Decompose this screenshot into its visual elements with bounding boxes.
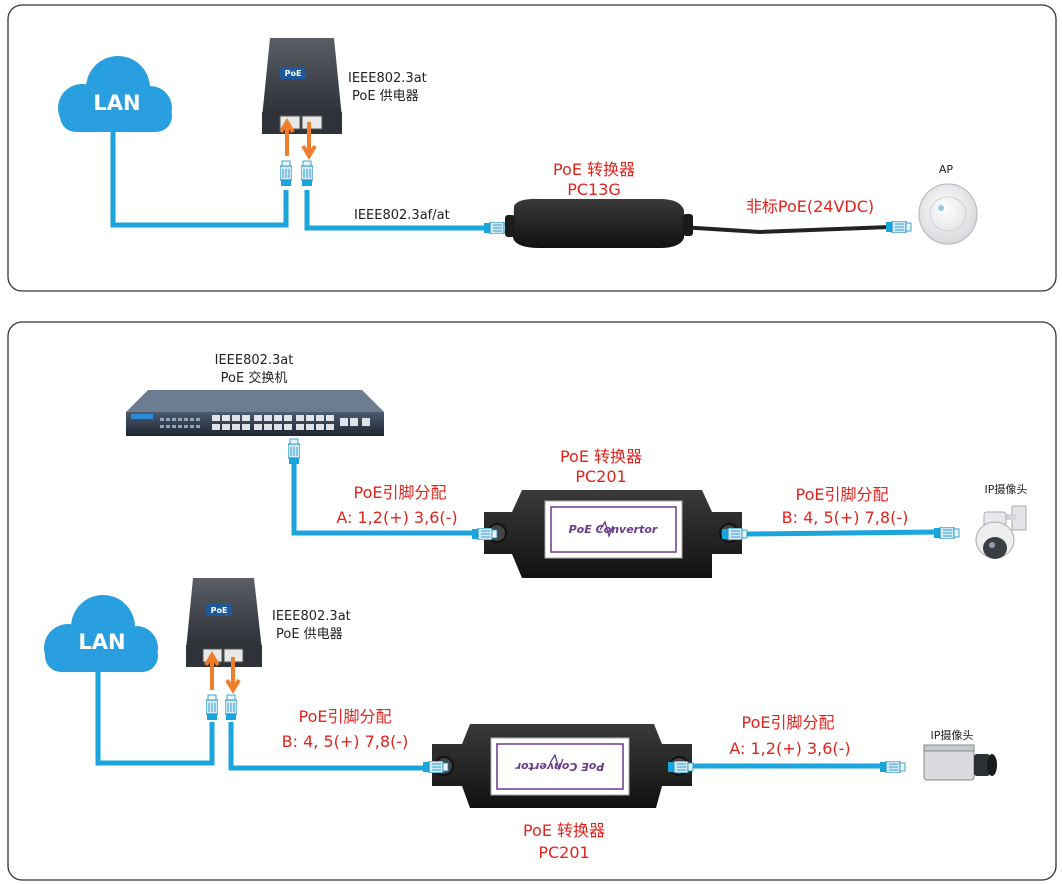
- injector-label-line2: PoE 供电器: [352, 89, 419, 104]
- injector-to-converter-cable: [304, 190, 490, 231]
- switch-label-line1: IEEE802.3at: [215, 353, 294, 368]
- bottom-right-pin-label-line2: A: 1,2(+) 3,6(-): [729, 739, 850, 758]
- injector-label-line1: IEEE802.3at: [348, 71, 427, 86]
- poe-switch-icon: [126, 390, 384, 436]
- panel-2-frame: [7, 321, 1057, 881]
- lan-to-injector-cable-2: [95, 666, 215, 766]
- box-camera-label: IP摄像头: [931, 728, 974, 742]
- poe-injector-icon: PoE: [186, 578, 262, 667]
- lan-cloud-icon: LAN: [58, 56, 172, 132]
- rj45-plug-icon: [288, 438, 300, 464]
- poe-converter-icon: PoE Convertor: [484, 490, 742, 578]
- top-right-pin-label-line2: B: 4, 5(+) 7,8(-): [782, 508, 909, 527]
- converter-bottom-label-line2: PC201: [538, 843, 589, 862]
- rj45-plug-icon: [280, 160, 292, 186]
- top-left-pin-label-line1: PoE引脚分配: [354, 483, 447, 502]
- converter-top-label-line2: PC201: [575, 467, 626, 486]
- converter-label-line2: PC13G: [567, 180, 621, 199]
- converter-plate-text: PoE Convertor: [569, 523, 658, 536]
- rj45-plug-icon: [886, 221, 912, 233]
- lan-to-injector-cable: [110, 128, 289, 228]
- poe-injector-icon: PoE: [262, 38, 342, 134]
- rj45-plug-icon: [934, 527, 960, 539]
- converter-plate-text-2: PoE Convertor: [515, 760, 604, 773]
- rj45-plug-icon: [423, 761, 449, 773]
- injector-logo: PoE: [285, 69, 302, 78]
- rj45-plug-icon: [668, 761, 694, 773]
- power-flow-arrows: [279, 118, 317, 160]
- bottom-left-pin-label-line2: B: 4, 5(+) 7,8(-): [282, 732, 409, 751]
- converter-to-dome-camera-cable: [744, 529, 941, 537]
- rj45-plug-icon: [225, 694, 237, 720]
- rj45-plug-icon: [206, 694, 218, 720]
- access-point-icon: [918, 183, 978, 245]
- converter-top-label-line1: PoE 转换器: [560, 447, 642, 466]
- power-flow-arrows-2: [204, 651, 241, 694]
- rj45-plug-icon: [722, 528, 748, 540]
- converter-bottom-label-line1: PoE 转换器: [523, 821, 605, 840]
- rj45-plug-icon: [880, 761, 906, 773]
- switch-label-line2: PoE 交换机: [221, 370, 288, 386]
- top-right-pin-label-line1: PoE引脚分配: [796, 485, 889, 504]
- injector-label-2-line2: PoE 供电器: [276, 627, 343, 642]
- top-left-pin-label-line2: A: 1,2(+) 3,6(-): [336, 508, 457, 527]
- cable-standard-label: IEEE802.3af/at: [354, 208, 450, 223]
- dome-camera-label: IP摄像头: [985, 482, 1028, 496]
- output-voltage-label: 非标PoE(24VDC): [746, 197, 874, 216]
- poe-converter-icon: [505, 198, 693, 248]
- bottom-right-pin-label-line1: PoE引脚分配: [742, 713, 835, 732]
- rj45-plug-icon: [301, 160, 313, 186]
- lan-cloud-icon-2: LAN: [44, 595, 158, 672]
- bottom-left-pin-label-line1: PoE引脚分配: [299, 707, 392, 726]
- injector-logo-2: PoE: [211, 606, 228, 615]
- lan-label: LAN: [93, 91, 140, 115]
- poe-converter-icon: PoE Convertor: [432, 724, 692, 808]
- injector-to-converter-cable-2: [228, 722, 430, 771]
- box-camera-icon: [923, 744, 997, 781]
- switch-to-converter-cable: [291, 464, 480, 536]
- ap-label: AP: [939, 163, 954, 176]
- panel-1-frame: [7, 4, 1057, 292]
- converter-to-ap-cable: [679, 225, 891, 235]
- converter-label-line1: PoE 转换器: [553, 160, 635, 179]
- injector-label-2-line1: IEEE802.3at: [272, 609, 351, 624]
- lan-label-2: LAN: [78, 630, 125, 654]
- dome-camera-icon: [975, 505, 1027, 559]
- rj45-plug-icon: [472, 528, 498, 540]
